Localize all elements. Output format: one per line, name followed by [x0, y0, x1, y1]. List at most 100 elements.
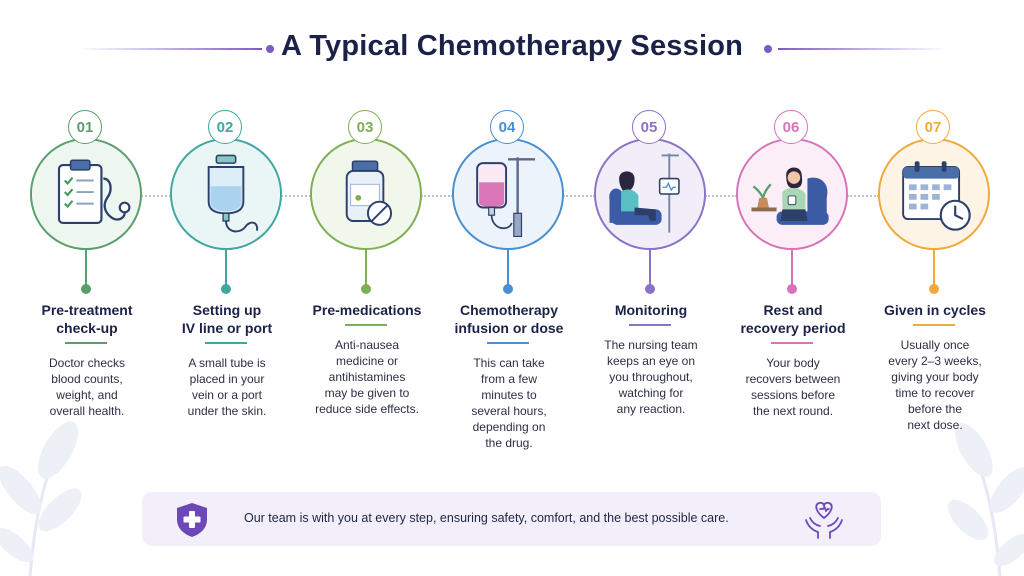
title-row: A Typical Chemotherapy Session: [0, 26, 1024, 70]
step-description-line: The nursing team: [604, 338, 698, 352]
step-description-line: Doctor checks: [48, 356, 126, 370]
step-description-line: several hours,: [471, 404, 547, 418]
step-stem: [791, 250, 793, 286]
step-description-line: weight, and: [56, 388, 118, 402]
step-description-line: A small tube is: [188, 356, 266, 370]
step-description: Doctor checks blood counts, weight, and ove…: [19, 355, 155, 419]
step-circle: [594, 138, 706, 250]
step-circle: [310, 138, 422, 250]
step-title-line: recovery period: [740, 320, 846, 336]
step-description-line: the next round.: [752, 404, 834, 418]
step-stem-dot: [929, 284, 939, 294]
infusion-drip-icon: [454, 140, 562, 248]
step-number-badge: 01: [68, 110, 102, 144]
title-dot-left: [266, 45, 274, 53]
step-description-line: vein or a port: [191, 388, 263, 402]
step-stem: [365, 250, 367, 286]
step-description-line: every 2–3 weeks,: [888, 354, 982, 368]
step-description-line: giving your body: [891, 370, 979, 384]
step-description-line: medicine or: [335, 354, 399, 368]
step-title: Rest and recovery period: [723, 301, 863, 337]
step-description-line: reduce side effects.: [315, 402, 419, 416]
step-stem: [507, 250, 509, 286]
step-description-line: from a few: [480, 372, 537, 386]
step-circle: [736, 138, 848, 250]
step-description-line: watching for: [618, 386, 684, 400]
step-title-line: Monitoring: [614, 302, 688, 318]
step-number-badge: 07: [916, 110, 950, 144]
step-title: Chemotherapy infusion or dose: [439, 301, 579, 337]
step-description-line: before the: [907, 402, 963, 416]
step-description-line: blood counts,: [51, 372, 123, 386]
step-description: Usually once every 2–3 weeks, giving your …: [867, 337, 1003, 433]
step-description-line: next dose.: [907, 418, 963, 432]
step-description-line: recovers between: [745, 372, 841, 386]
step-title-underline: [345, 324, 387, 326]
step-number-badge: 03: [348, 110, 382, 144]
step-circle: [170, 138, 282, 250]
step-title-underline: [771, 342, 813, 344]
step-title-line: Pre-medications: [312, 302, 422, 318]
step-title-underline: [205, 342, 247, 344]
step-title-underline: [487, 342, 529, 344]
step-stem: [225, 250, 227, 286]
step-description-line: This can take: [473, 356, 545, 370]
step-circle: [452, 138, 564, 250]
step-description-line: overall health.: [49, 404, 125, 418]
step-title-line: check-up: [56, 320, 118, 336]
medical-shield-icon: [177, 503, 207, 537]
timeline-connector: [705, 195, 737, 197]
step-description-line: minutes to: [481, 388, 537, 402]
timeline-connector: [281, 195, 311, 197]
step-title-line: infusion or dose: [454, 320, 564, 336]
step-title-line: Chemotherapy: [459, 302, 559, 318]
resting-patient-icon: [738, 140, 846, 248]
title-dot-right: [764, 45, 772, 53]
medicine-bottle-icon: [312, 140, 420, 248]
timeline-connector: [847, 195, 879, 197]
timeline-connector: [421, 195, 453, 197]
footer-banner: Our team is with you at every step, ensu…: [142, 492, 881, 546]
step-description-line: sessions before: [750, 388, 836, 402]
step-description-line: any reaction.: [616, 402, 686, 416]
step-title-underline: [629, 324, 671, 326]
step-description-line: depending on: [472, 420, 546, 434]
title-divider-right: [778, 48, 948, 50]
clipboard-stethoscope-icon: [32, 140, 140, 248]
step-circle: [878, 138, 990, 250]
caring-hands-heart-icon: [805, 501, 843, 539]
step-description-line: you throughout,: [609, 370, 693, 384]
step-title-line: Setting up: [192, 302, 262, 318]
step-circle: [30, 138, 142, 250]
step-title-line: IV line or port: [181, 320, 273, 336]
step-number-badge: 04: [490, 110, 524, 144]
step-description-line: antihistamines: [328, 370, 406, 384]
step-description: The nursing team keeps an eye on you throu…: [583, 337, 719, 417]
step-title: Setting up IV line or port: [157, 301, 297, 337]
step-stem: [933, 250, 935, 286]
step-description-line: keeps an eye on: [606, 354, 696, 368]
step-description-line: time to recover: [895, 386, 975, 400]
title-divider-left: [78, 48, 262, 50]
step-stem: [649, 250, 651, 286]
step-title-underline: [65, 342, 107, 344]
step-title: Given in cycles: [865, 301, 1005, 319]
step-description-line: Usually once: [900, 338, 970, 352]
iv-bag-icon: [172, 140, 280, 248]
step-description-line: placed in your: [189, 372, 265, 386]
step-stem-dot: [361, 284, 371, 294]
step-number-badge: 02: [208, 110, 242, 144]
page-title: A Typical Chemotherapy Session: [280, 30, 744, 62]
step-description: A small tube is placed in your vein or a p…: [159, 355, 295, 419]
patient-monitoring-icon: [596, 140, 704, 248]
step-stem-dot: [787, 284, 797, 294]
step-number-badge: 06: [774, 110, 808, 144]
timeline-connector: [141, 195, 171, 197]
step-description-line: the drug.: [485, 436, 533, 450]
step-title-underline: [913, 324, 955, 326]
step-description: This can take from a few minutes to several…: [441, 355, 577, 451]
step-title-line: Rest and: [763, 302, 823, 318]
